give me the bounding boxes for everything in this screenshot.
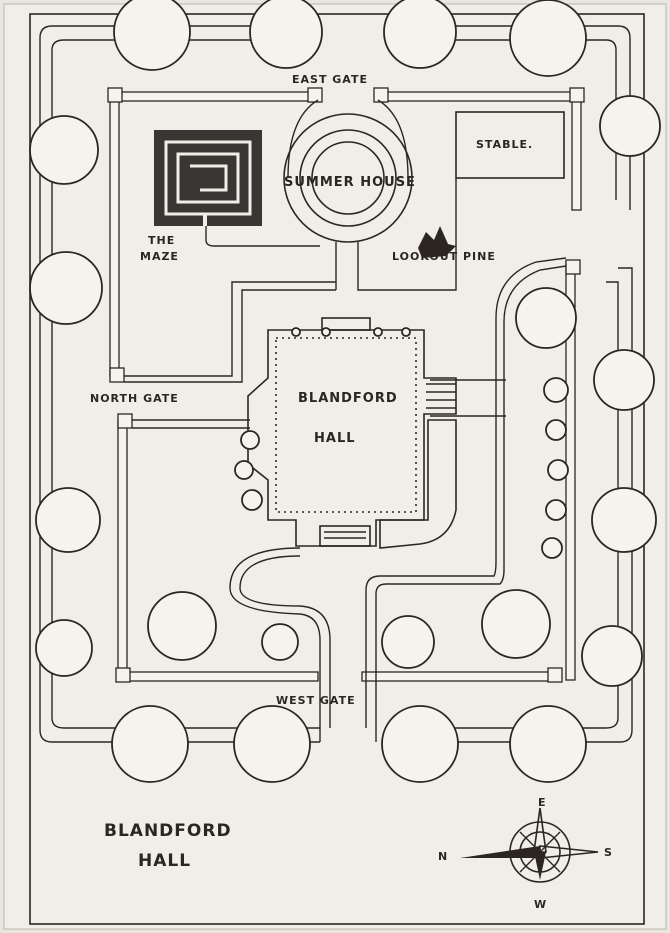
- tree: [509, 0, 587, 77]
- perimeter-path: [39, 25, 633, 743]
- compass-north-label: N: [438, 850, 448, 863]
- tree: [249, 0, 323, 69]
- compass-south-label: S: [604, 846, 613, 859]
- shrub: [234, 460, 254, 480]
- shrub: [543, 377, 569, 403]
- label-west-gate: WEST GATE: [276, 694, 356, 707]
- map-title-line1: BLANDFORD: [104, 821, 232, 841]
- tree: [381, 705, 459, 783]
- tree: [113, 0, 191, 71]
- tree: [381, 615, 435, 669]
- tree: [383, 0, 457, 69]
- map-title-line2: HALL: [138, 851, 191, 871]
- tree: [593, 349, 655, 411]
- flowerbed: [379, 419, 457, 549]
- compass-east-label: E: [538, 796, 547, 809]
- maze: [154, 130, 320, 247]
- label-stable: STABLE.: [476, 138, 533, 151]
- tree: [35, 487, 101, 553]
- shrub: [545, 499, 567, 521]
- shrub: [241, 489, 263, 511]
- tree: [111, 705, 189, 783]
- estate-boundary: [29, 13, 645, 925]
- label-maze-line2: MAZE: [140, 250, 179, 263]
- tree: [35, 619, 93, 677]
- label-north-gate: NORTH GATE: [90, 392, 179, 405]
- garden-paths: [124, 257, 567, 742]
- shrub: [541, 537, 563, 559]
- tree: [581, 625, 643, 687]
- compass-rose: [460, 807, 599, 883]
- shrub: [545, 419, 567, 441]
- label-summer-house: SUMMER HOUSE: [284, 175, 416, 190]
- boundary-trees: [29, 0, 661, 783]
- tree: [515, 287, 577, 349]
- lookout-pine: [418, 226, 456, 258]
- compass-west-label: W: [534, 898, 547, 911]
- building-label-line1: BLANDFORD: [298, 391, 398, 406]
- shrub: [547, 459, 569, 481]
- tree: [509, 705, 587, 783]
- shrub: [240, 430, 260, 450]
- label-maze-line1: THE: [148, 234, 175, 247]
- tree: [591, 487, 657, 553]
- tree: [481, 589, 551, 659]
- tree: [599, 95, 661, 157]
- tree: [233, 705, 311, 783]
- garden-trees: [147, 287, 577, 669]
- summer-house: [283, 99, 457, 291]
- building-label-line2: HALL: [314, 431, 356, 446]
- tree: [147, 591, 217, 661]
- label-east-gate: EAST GATE: [292, 73, 368, 86]
- tree: [261, 623, 299, 661]
- label-lookout-pine: LOOKOUT PINE: [392, 250, 496, 263]
- tree: [29, 251, 103, 325]
- stable-building: [455, 111, 565, 179]
- tree: [29, 115, 99, 185]
